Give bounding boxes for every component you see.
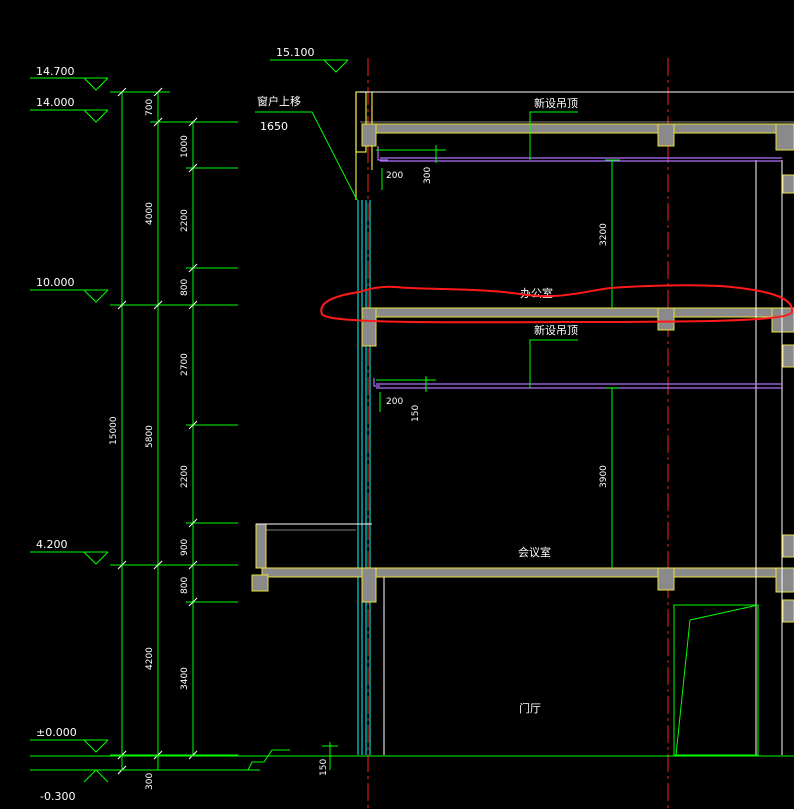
lobby-door <box>673 604 759 756</box>
ceiling-dims <box>376 145 620 568</box>
slab-top <box>361 123 794 151</box>
dim-150-ceiling: 150 <box>411 405 421 422</box>
dimension-chains <box>110 91 238 771</box>
ceiling-label-lower: 新设吊顶 <box>534 323 578 337</box>
wall-block-2 <box>782 344 794 368</box>
axis-lines <box>367 58 669 809</box>
note-window-value: 1650 <box>260 120 288 133</box>
room-office: 办公室 <box>520 286 553 300</box>
wall-block-4 <box>782 599 794 623</box>
note-leader <box>255 111 358 201</box>
level-14000: 14.000 <box>36 96 75 109</box>
dim-2200-upper: 2200 <box>180 209 190 232</box>
dim-200-upper: 200 <box>386 171 403 181</box>
dim-800-lower: 800 <box>180 577 190 594</box>
dim-3200: 3200 <box>599 223 609 246</box>
dim-2200-lower: 2200 <box>180 465 190 488</box>
ceiling-label-upper: 新设吊顶 <box>534 96 578 110</box>
level-minus-0300: -0.300 <box>40 790 75 803</box>
dim-1000: 1000 <box>180 135 190 158</box>
interior-walls <box>383 160 783 755</box>
dim-2700: 2700 <box>180 353 190 376</box>
dim-300: 300 <box>145 773 155 790</box>
ceiling-leaders <box>529 111 578 388</box>
ceilings <box>373 146 782 389</box>
revision-cloud <box>320 284 794 324</box>
level-14700: 14.700 <box>36 65 75 78</box>
dim-4200: 4200 <box>145 647 155 670</box>
dimension-ticks <box>117 87 198 775</box>
dim-15000: 15000 <box>109 416 119 445</box>
dim-900: 900 <box>180 539 190 556</box>
slab-lower <box>251 567 794 603</box>
wall-block-3 <box>782 534 794 558</box>
dim-3400: 3400 <box>180 667 190 690</box>
level-4200: 4.200 <box>36 538 68 551</box>
dim-200-lower: 200 <box>386 397 403 407</box>
canopy <box>255 523 372 569</box>
dim-3900: 3900 <box>599 465 609 488</box>
room-meeting: 会议室 <box>518 545 551 559</box>
level-15100: 15.100 <box>276 46 315 59</box>
level-10000: 10.000 <box>36 276 75 289</box>
wall-block-1 <box>782 174 794 194</box>
dim-5800: 5800 <box>145 425 155 448</box>
slab-middle <box>361 307 794 347</box>
dim-150-ground: 150 <box>319 759 329 776</box>
dim-700: 700 <box>145 99 155 116</box>
room-lobby: 门厅 <box>519 701 541 715</box>
note-window-move: 窗户上移 <box>257 94 301 108</box>
dim-4000: 4000 <box>145 202 155 225</box>
dim-800-upper: 800 <box>180 279 190 296</box>
level-0000: ±0.000 <box>36 726 77 739</box>
dim-300-ceiling: 300 <box>423 167 433 184</box>
ground <box>30 742 794 771</box>
